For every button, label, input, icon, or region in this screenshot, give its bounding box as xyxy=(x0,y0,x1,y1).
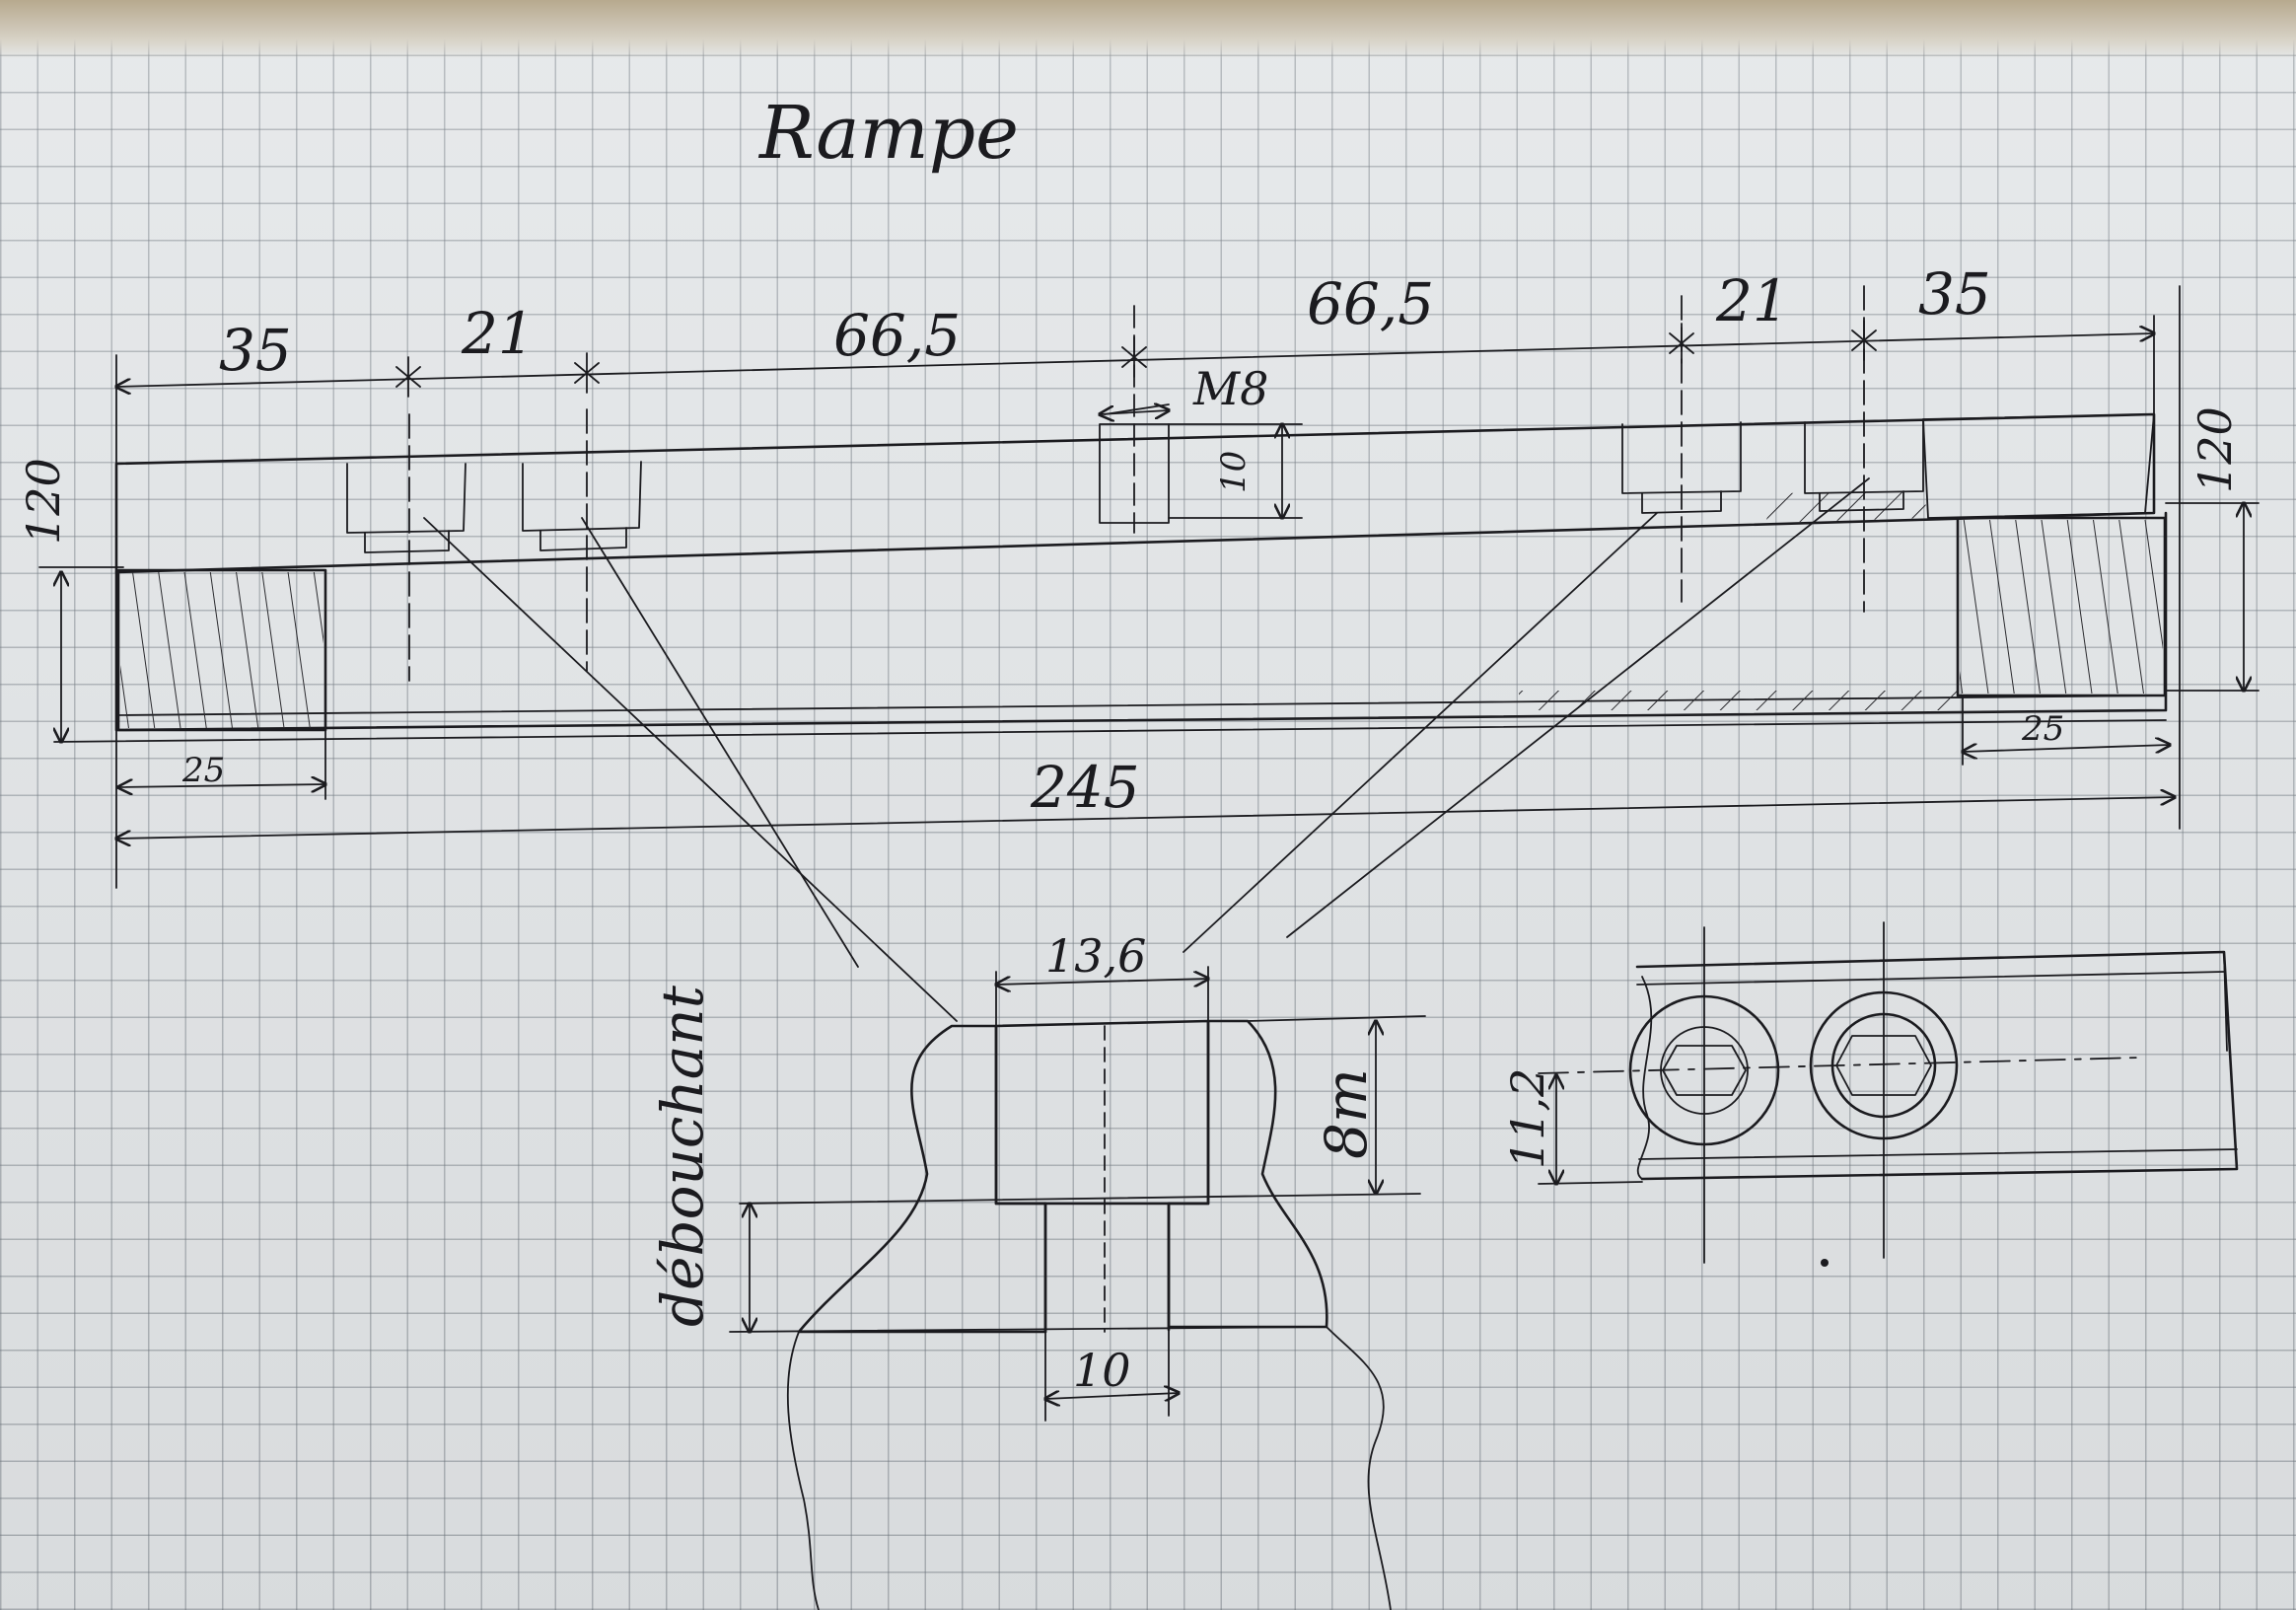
dim-width-right-25: 25 xyxy=(2021,709,2064,749)
dim-side-11-2: 11,2 xyxy=(1501,1068,1554,1169)
dim-top-left-35: 35 xyxy=(219,317,292,384)
dim-top-left-21: 21 xyxy=(461,300,535,367)
dim-top-right-35: 35 xyxy=(1918,260,1991,328)
ramp-main-view xyxy=(38,285,2260,1022)
dim-detail-10: 10 xyxy=(1073,1344,1131,1397)
dim-detail-8: 8m xyxy=(1313,1068,1380,1159)
dim-depth-10: 10 xyxy=(1214,451,1254,493)
dim-width-left-25: 25 xyxy=(181,751,225,790)
left-counterbores xyxy=(346,408,642,682)
detail-right-section xyxy=(1167,1019,1328,1329)
dim-thread-m8: M8 xyxy=(1192,362,1268,415)
right-end-section xyxy=(1922,413,2155,519)
dim-height-left: 120 xyxy=(17,458,70,545)
dim-height-right: 120 xyxy=(2188,406,2242,493)
hatched-strip xyxy=(1519,691,1963,710)
right-threaded-block xyxy=(1956,516,2167,697)
left-threaded-block xyxy=(116,568,327,732)
right-counterbores xyxy=(1621,285,1924,613)
detail-left-section xyxy=(797,1024,1047,1334)
dim-top-right-66-5: 66,5 xyxy=(1307,270,1434,337)
drawing-title: Rampe xyxy=(757,91,1019,176)
dim-detail-13-6: 13,6 xyxy=(1045,929,1146,983)
dim-overall-245: 245 xyxy=(1030,754,1140,821)
dim-top-right-21: 21 xyxy=(1715,267,1789,334)
side-view xyxy=(1538,921,2239,1267)
dim-top-left-66-5: 66,5 xyxy=(833,302,961,369)
note-debouchant: débouchant xyxy=(649,985,716,1327)
counterbore-detail xyxy=(729,966,1426,1610)
paper-edge xyxy=(0,0,2296,59)
